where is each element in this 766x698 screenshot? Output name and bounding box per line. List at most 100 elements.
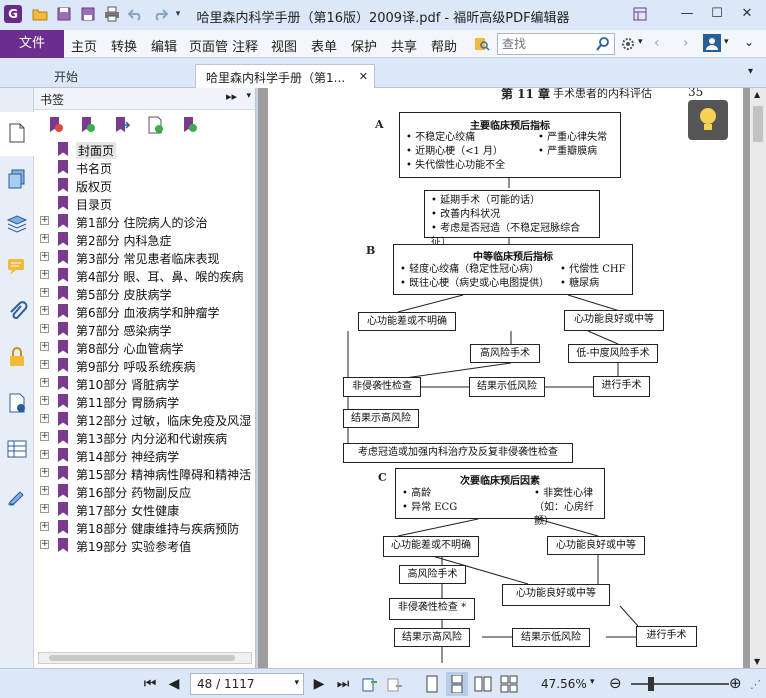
next-view-icon[interactable] bbox=[387, 676, 403, 692]
layers-icon[interactable] bbox=[6, 212, 28, 234]
document-vertical-scrollbar[interactable]: ▲ ▼ bbox=[750, 88, 766, 668]
nav-forward-icon[interactable]: › bbox=[683, 35, 689, 51]
expand-toggle-icon[interactable]: + bbox=[40, 251, 49, 261]
bookmark-item[interactable]: 版权页 bbox=[34, 176, 256, 194]
expand-toggle-icon[interactable]: + bbox=[40, 395, 49, 405]
panel-collapse-icon[interactable]: ▸▸ bbox=[225, 90, 237, 103]
bookmark-item[interactable]: 封面页 bbox=[34, 140, 256, 159]
expand-toggle-icon[interactable]: + bbox=[40, 323, 49, 333]
zoom-slider-thumb[interactable] bbox=[648, 677, 654, 691]
collapse-ribbon-icon[interactable]: ⌄ bbox=[744, 35, 755, 49]
bookmark-item[interactable]: +第17部分 女性健康 bbox=[34, 500, 256, 518]
new-bookmark-from-page-icon[interactable] bbox=[146, 116, 164, 134]
tip-lightbulb-button[interactable] bbox=[688, 100, 728, 140]
scroll-down-arrow-icon[interactable]: ▼ bbox=[754, 657, 761, 666]
page-dropdown-chevron-icon[interactable]: ▾ bbox=[294, 678, 299, 688]
menu-convert[interactable]: 转换 bbox=[111, 40, 138, 55]
security-lock-icon[interactable] bbox=[6, 346, 28, 368]
menu-edit[interactable]: 编辑 bbox=[151, 40, 178, 55]
menu-share[interactable]: 共享 bbox=[391, 40, 418, 55]
tab-list-chevron-icon[interactable]: ▾ bbox=[748, 66, 754, 77]
bookmark-item[interactable]: +第2部分 内科急症 bbox=[34, 230, 256, 248]
document-properties-icon[interactable] bbox=[6, 392, 28, 414]
maximize-button[interactable]: ☐ bbox=[711, 6, 723, 21]
bookmark-item[interactable]: +第3部分 常见患者临床表现 bbox=[34, 248, 256, 266]
page-number-field[interactable]: 48 / 1117 ▾ bbox=[190, 673, 304, 695]
expand-toggle-icon[interactable]: + bbox=[40, 431, 49, 441]
continuous-facing-view-icon[interactable] bbox=[500, 675, 518, 693]
user-account-icon[interactable] bbox=[703, 34, 721, 52]
bookmarks-horizontal-scrollbar[interactable] bbox=[38, 652, 252, 664]
bookmark-item[interactable]: +第1部分 住院病人的诊治 bbox=[34, 212, 256, 230]
bookmark-item[interactable]: +第8部分 心血管病学 bbox=[34, 338, 256, 356]
zoom-out-icon[interactable]: ⊖ bbox=[609, 674, 622, 692]
search-input[interactable] bbox=[498, 34, 590, 54]
bookmark-item[interactable]: +第14部分 神经病学 bbox=[34, 446, 256, 464]
print-icon[interactable] bbox=[104, 6, 120, 22]
page-thumbnails-icon[interactable] bbox=[6, 168, 28, 190]
facing-pages-view-icon[interactable] bbox=[474, 675, 492, 693]
bookmarks-panel-tab[interactable] bbox=[0, 112, 34, 156]
save-as-icon[interactable] bbox=[80, 6, 96, 22]
attachments-paperclip-icon[interactable] bbox=[6, 300, 28, 322]
expand-toggle-icon[interactable]: + bbox=[40, 305, 49, 315]
first-page-icon[interactable]: ⏮ bbox=[143, 676, 157, 692]
zoom-dropdown-chevron-icon[interactable]: ▾ bbox=[590, 677, 595, 687]
bookmark-item[interactable]: +第19部分 实验参考值 bbox=[34, 536, 256, 554]
settings-gear-icon[interactable] bbox=[620, 36, 636, 52]
scrollbar-thumb[interactable] bbox=[49, 655, 235, 661]
bookmark-item[interactable]: +第18部分 健康维持与疾病预防 bbox=[34, 518, 256, 536]
restore-layout-icon[interactable] bbox=[632, 6, 648, 22]
account-chevron-icon[interactable]: ▾ bbox=[724, 37, 729, 47]
tab-start[interactable]: 开始 bbox=[40, 64, 192, 88]
customize-toolbar-chevron-icon[interactable]: ▾ bbox=[175, 9, 181, 19]
bookmark-item[interactable]: +第12部分 过敏，临床免疫及风湿 bbox=[34, 410, 256, 428]
menu-comment[interactable]: 注释 bbox=[232, 40, 259, 55]
panel-options-chevron-icon[interactable]: ▾ bbox=[246, 91, 251, 101]
content-list-icon[interactable] bbox=[6, 438, 28, 460]
search-icon[interactable] bbox=[595, 36, 611, 52]
menu-form[interactable]: 表单 bbox=[311, 40, 338, 55]
menu-home[interactable]: 主页 bbox=[71, 40, 98, 55]
document-scroll-thumb[interactable] bbox=[753, 106, 763, 142]
expand-toggle-icon[interactable]: + bbox=[40, 503, 49, 513]
menu-view[interactable]: 视图 bbox=[271, 40, 298, 55]
scroll-up-arrow-icon[interactable]: ▲ bbox=[754, 90, 761, 99]
comments-icon[interactable] bbox=[6, 256, 28, 278]
continuous-view-button[interactable] bbox=[446, 672, 468, 696]
close-window-button[interactable]: ✕ bbox=[741, 6, 753, 21]
delete-bookmark-icon[interactable] bbox=[46, 116, 64, 134]
expand-toggle-icon[interactable]: + bbox=[40, 287, 49, 297]
bookmark-item[interactable]: +第5部分 皮肤病学 bbox=[34, 284, 256, 302]
bookmark-item[interactable]: +第11部分 胃肠病学 bbox=[34, 392, 256, 410]
expand-toggle-icon[interactable]: + bbox=[40, 269, 49, 279]
open-folder-icon[interactable] bbox=[32, 6, 48, 22]
bookmark-item[interactable]: 书名页 bbox=[34, 158, 256, 176]
tell-me-search-icon[interactable] bbox=[474, 36, 490, 52]
close-tab-icon[interactable]: ✕ bbox=[358, 70, 368, 83]
bookmark-item[interactable]: +第10部分 肾脏病学 bbox=[34, 374, 256, 392]
expand-toggle-icon[interactable]: + bbox=[40, 233, 49, 243]
expand-toggle-icon[interactable]: + bbox=[40, 467, 49, 477]
bookmark-item[interactable]: +第4部分 眼、耳、鼻、喉的疾病 bbox=[34, 266, 256, 284]
resize-grip-icon[interactable]: ⋰ bbox=[750, 678, 761, 691]
expand-toggle-icon[interactable]: + bbox=[40, 341, 49, 351]
zoom-slider-track[interactable] bbox=[631, 683, 729, 685]
file-menu-button[interactable]: 文件 bbox=[0, 30, 64, 58]
expand-toggle-icon[interactable]: + bbox=[40, 377, 49, 387]
expand-toggle-icon[interactable]: + bbox=[40, 521, 49, 531]
expand-toggle-icon[interactable]: + bbox=[40, 413, 49, 423]
bookmark-item[interactable]: 目录页 bbox=[34, 194, 256, 212]
bookmark-item[interactable]: +第13部分 内分泌和代谢疾病 bbox=[34, 428, 256, 446]
single-page-view-icon[interactable] bbox=[425, 675, 439, 693]
panel-splitter[interactable] bbox=[256, 88, 258, 668]
bookmark-item[interactable]: +第6部分 血液病学和肿瘤学 bbox=[34, 302, 256, 320]
bookmark-item[interactable]: +第9部分 呼吸系统疾病 bbox=[34, 356, 256, 374]
menu-page-organize[interactable]: 页面管 bbox=[189, 40, 229, 55]
add-bookmark-icon[interactable] bbox=[78, 116, 96, 134]
bookmark-item[interactable]: +第7部分 感染病学 bbox=[34, 320, 256, 338]
save-icon[interactable] bbox=[56, 6, 72, 22]
search-field[interactable] bbox=[497, 33, 615, 55]
expand-toggle-icon[interactable]: + bbox=[40, 215, 49, 225]
expand-toggle-icon[interactable]: + bbox=[40, 485, 49, 495]
